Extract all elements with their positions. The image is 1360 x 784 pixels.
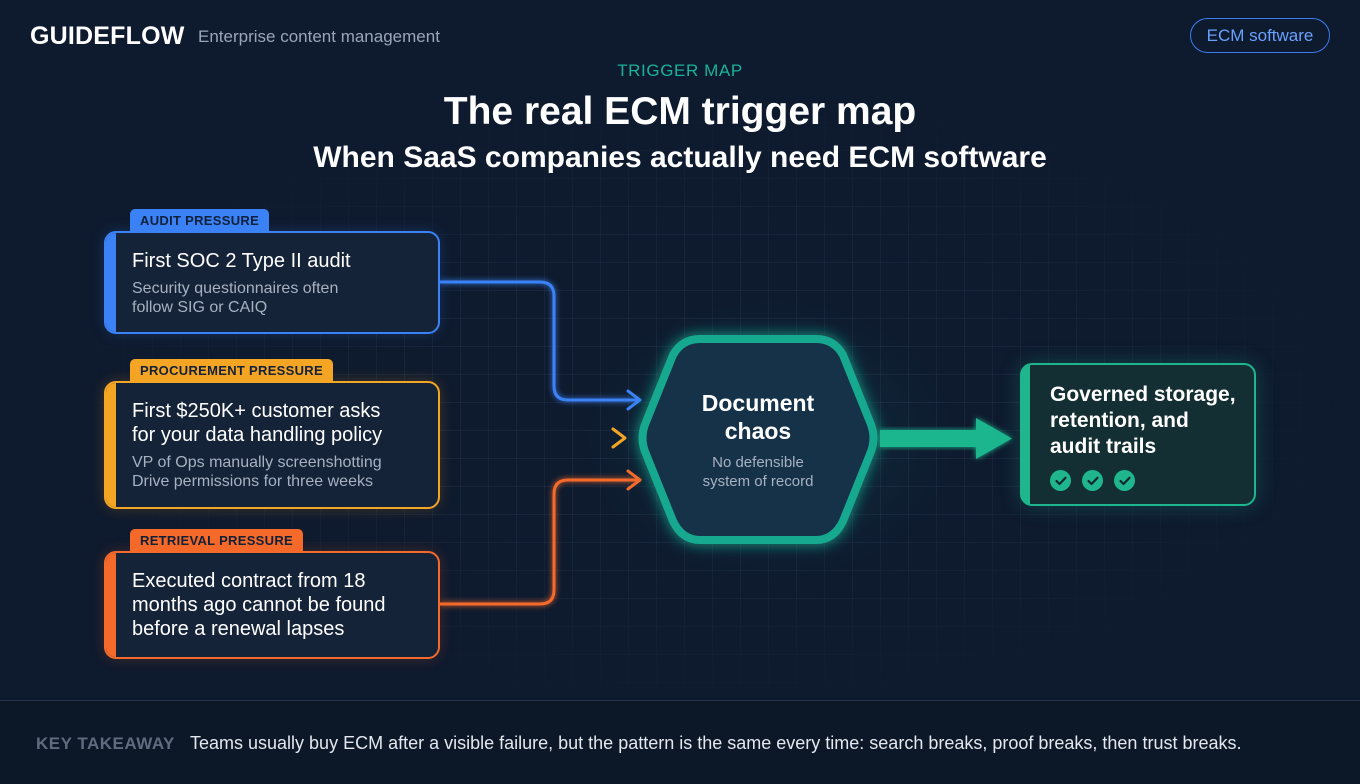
retrieval-trigger-title: Executed contract from 18 months ago can… — [132, 570, 386, 640]
retrieval-trigger-card[interactable]: Executed contract from 18 months ago can… — [104, 551, 440, 659]
procurement-arrowhead — [611, 427, 627, 449]
procurement-trigger-card[interactable]: First $250K+ customer asks for your data… — [104, 381, 440, 509]
document-chaos-hexagon — [638, 335, 878, 544]
procurement-trigger-detail: VP of Ops manually screenshotting Drive … — [132, 454, 382, 490]
footer-divider — [0, 700, 1360, 701]
check-icon — [1050, 470, 1071, 491]
procurement-pressure-tag: PROCUREMENT PRESSURE — [130, 359, 333, 381]
outcome-title: Governed storage, retention, and audit t… — [1050, 383, 1236, 458]
page-title: The real ECM trigger map — [443, 90, 917, 133]
brand-subtitle: Enterprise content management — [198, 27, 440, 46]
check-icon — [1114, 470, 1135, 491]
document-chaos-title: Document chaos — [701, 390, 815, 444]
document-chaos-subtitle: No defensible system of record — [702, 454, 814, 490]
retrieval-pressure-tag: RETRIEVAL PRESSURE — [130, 529, 304, 551]
audit-trigger-title: First SOC 2 Type II audit — [132, 250, 351, 272]
audit-trigger-detail: Security questionnaires often follow SIG… — [132, 280, 339, 316]
audit-connector — [440, 280, 638, 402]
outcome-arrow-shaft — [880, 430, 980, 447]
outcome-checks — [1050, 470, 1244, 491]
flow-diagram — [440, 280, 1012, 606]
eyebrow-label: TRIGGER MAP — [617, 61, 743, 80]
retrieval-arrowhead — [626, 469, 642, 491]
audit-pressure-tag: AUDIT PRESSURE — [130, 209, 270, 231]
outcome-card[interactable]: Governed storage, retention, and audit t… — [1020, 363, 1256, 506]
key-takeaway-label: KEY TAKEAWAY — [36, 734, 175, 753]
retrieval-connector — [440, 478, 638, 606]
footer-bar — [0, 701, 1360, 784]
ecm-software-pill[interactable]: ECM software — [1190, 18, 1330, 53]
audit-arrowhead — [626, 389, 642, 411]
procurement-trigger-title: First $250K+ customer asks for your data… — [132, 400, 383, 446]
key-takeaway-text: Teams usually buy ECM after a visible fa… — [190, 733, 1242, 753]
audit-trigger-card[interactable]: First SOC 2 Type II audit Security quest… — [104, 231, 440, 334]
brand-logo: GUIDEFLOW — [30, 22, 185, 50]
check-icon — [1082, 470, 1103, 491]
outcome-arrowhead — [976, 418, 1012, 459]
page-subtitle: When SaaS companies actually need ECM so… — [313, 141, 1047, 174]
